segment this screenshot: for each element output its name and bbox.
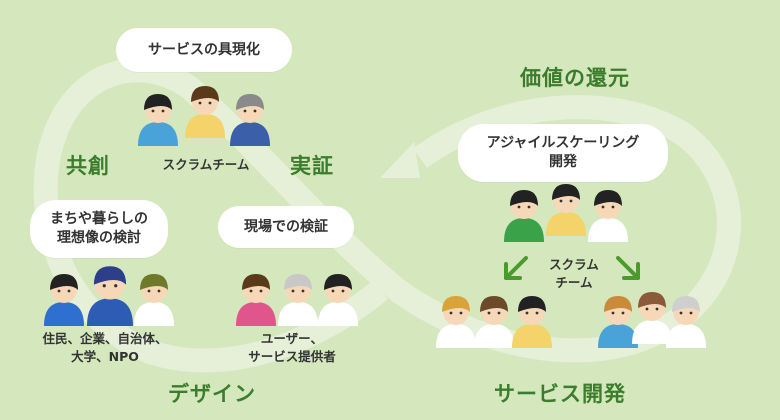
- bubble-agile: アジャイルスケーリング 開発: [458, 124, 668, 182]
- person-icon: [588, 190, 628, 242]
- caption-residents-text: 住民、企業、自治体、 大学、NPO: [42, 331, 168, 365]
- person-icon: [666, 296, 706, 348]
- bubble-machiya-text: まちや暮らしの 理想像の検討: [50, 211, 148, 246]
- heading-kyoso: 共創: [66, 154, 110, 178]
- people-group-scrum-center: [504, 184, 628, 242]
- person-icon: [44, 274, 84, 326]
- person-icon: [87, 266, 133, 326]
- diagonal-arrow-left-icon: [504, 256, 528, 280]
- diagonal-arrow-right-icon: [616, 256, 640, 280]
- bubble-machiya: まちや暮らしの 理想像の検討: [30, 200, 168, 258]
- person-icon: [512, 296, 552, 348]
- person-icon: [318, 274, 358, 326]
- heading-kangen: 価値の還元: [520, 66, 630, 90]
- person-icon: [632, 292, 672, 344]
- heading-design: デザイン: [168, 382, 256, 406]
- caption-scrum-team-split: スクラム チーム: [534, 256, 614, 292]
- heading-service-dev: サービス開発: [494, 382, 626, 406]
- person-icon: [230, 94, 270, 146]
- person-icon: [546, 184, 586, 236]
- heading-jissho: 実証: [290, 154, 334, 178]
- bubble-genba: 現場での検証: [218, 206, 354, 248]
- caption-users-text: ユーザー、 サービス提供者: [248, 331, 336, 365]
- people-group-scrum-top: [138, 86, 270, 146]
- person-icon: [278, 274, 318, 326]
- bubble-service-gugenka: サービスの具現化: [116, 28, 292, 72]
- person-icon: [236, 274, 276, 326]
- caption-scrum-team: スクラムチーム: [162, 157, 250, 172]
- caption-scrum-team-split-text: スクラム チーム: [549, 257, 599, 291]
- caption-residents: 住民、企業、自治体、 大学、NPO: [22, 330, 188, 366]
- person-icon: [598, 296, 638, 348]
- person-icon: [474, 296, 514, 348]
- people-group-users: [236, 274, 358, 326]
- person-icon: [138, 94, 178, 146]
- person-icon: [185, 86, 225, 138]
- person-icon: [436, 296, 476, 348]
- bubble-agile-text: アジャイルスケーリング 開発: [486, 135, 640, 170]
- person-icon: [134, 274, 174, 326]
- people-group-residents: [44, 266, 174, 326]
- caption-users: ユーザー、 サービス提供者: [222, 330, 362, 366]
- person-icon: [504, 190, 544, 242]
- people-group-scrum-left: [436, 296, 552, 348]
- people-group-scrum-right: [598, 292, 706, 348]
